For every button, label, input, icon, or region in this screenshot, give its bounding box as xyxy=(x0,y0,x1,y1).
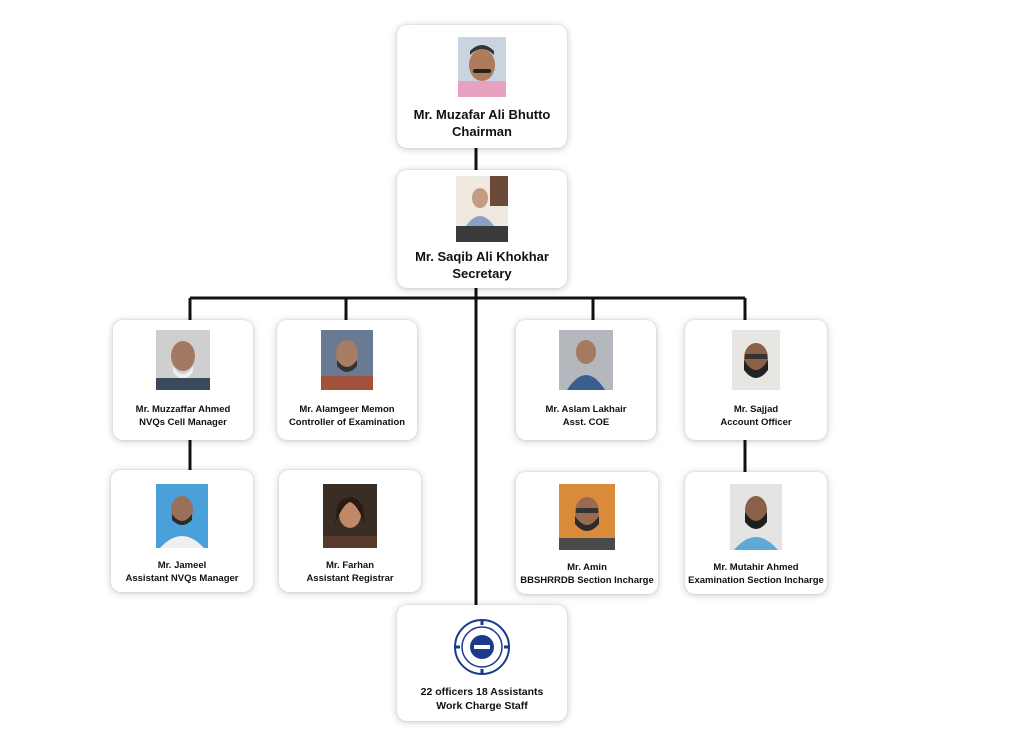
secretary-name: Mr. Saqib Ali Khokhar xyxy=(415,249,549,264)
sajjad-card: Mr. Sajjad Account Officer xyxy=(685,320,827,440)
staff-line1: 22 officers 18 Assistants xyxy=(420,686,544,698)
aslam-card: Mr. Aslam Lakhair Asst. COE xyxy=(516,320,656,440)
sajjad-role: Account Officer xyxy=(720,417,792,428)
sajjad-photo xyxy=(732,330,780,390)
institution-seal-icon xyxy=(452,617,512,677)
farhan-photo xyxy=(323,484,377,548)
alamgeer-card: Mr. Alamgeer Memon Controller of Examina… xyxy=(277,320,417,440)
jameel-card: Mr. Jameel Assistant NVQs Manager xyxy=(111,470,253,592)
mutahir-card: Mr. Mutahir Ahmed Examination Section In… xyxy=(685,472,827,594)
aslam-role: Asst. COE xyxy=(562,417,610,428)
secretary-role: Secretary xyxy=(452,266,512,281)
jameel-photo xyxy=(156,484,208,548)
amin-name: Mr. Amin xyxy=(567,562,607,573)
mutahir-photo xyxy=(730,484,782,550)
sajjad-name: Mr. Sajjad xyxy=(733,404,779,415)
muzzaffar-name: Mr. Muzzaffar Ahmed xyxy=(135,404,231,415)
chairman-role: Chairman xyxy=(452,124,512,139)
muzzaffar-card: Mr. Muzzaffar Ahmed NVQs Cell Manager xyxy=(113,320,253,440)
alamgeer-name: Mr. Alamgeer Memon xyxy=(299,404,395,415)
aslam-name: Mr. Aslam Lakhair xyxy=(545,404,627,415)
jameel-name: Mr. Jameel xyxy=(157,560,207,571)
chairman-photo xyxy=(458,37,506,97)
mutahir-name: Mr. Mutahir Ahmed xyxy=(713,562,799,573)
muzzaffar-photo xyxy=(156,330,210,390)
staff-card: 22 officers 18 Assistants Work Charge St… xyxy=(397,605,567,721)
amin-card: Mr. Amin BBSHRRDB Section Incharge xyxy=(516,472,658,594)
alamgeer-photo xyxy=(321,330,373,390)
farhan-name: Mr. Farhan xyxy=(325,560,375,571)
staff-line2: Work Charge Staff xyxy=(436,700,528,712)
amin-role: BBSHRRDB Section Incharge xyxy=(520,575,654,586)
chairman-name: Mr. Muzafar Ali Bhutto xyxy=(413,107,551,122)
jameel-role: Assistant NVQs Manager xyxy=(125,573,239,584)
muzzaffar-role: NVQs Cell Manager xyxy=(139,417,227,428)
secretary-card: Mr. Saqib Ali Khokhar Secretary xyxy=(397,170,567,288)
aslam-photo xyxy=(559,330,613,390)
amin-photo xyxy=(559,484,615,550)
farhan-card: Mr. Farhan Assistant Registrar xyxy=(279,470,421,592)
mutahir-role: Examination Section Incharge xyxy=(688,575,824,586)
farhan-role: Assistant Registrar xyxy=(306,573,394,584)
chairman-card: Mr. Muzafar Ali Bhutto Chairman xyxy=(397,25,567,148)
alamgeer-role: Controller of Examination xyxy=(288,417,406,428)
secretary-photo xyxy=(456,176,508,242)
